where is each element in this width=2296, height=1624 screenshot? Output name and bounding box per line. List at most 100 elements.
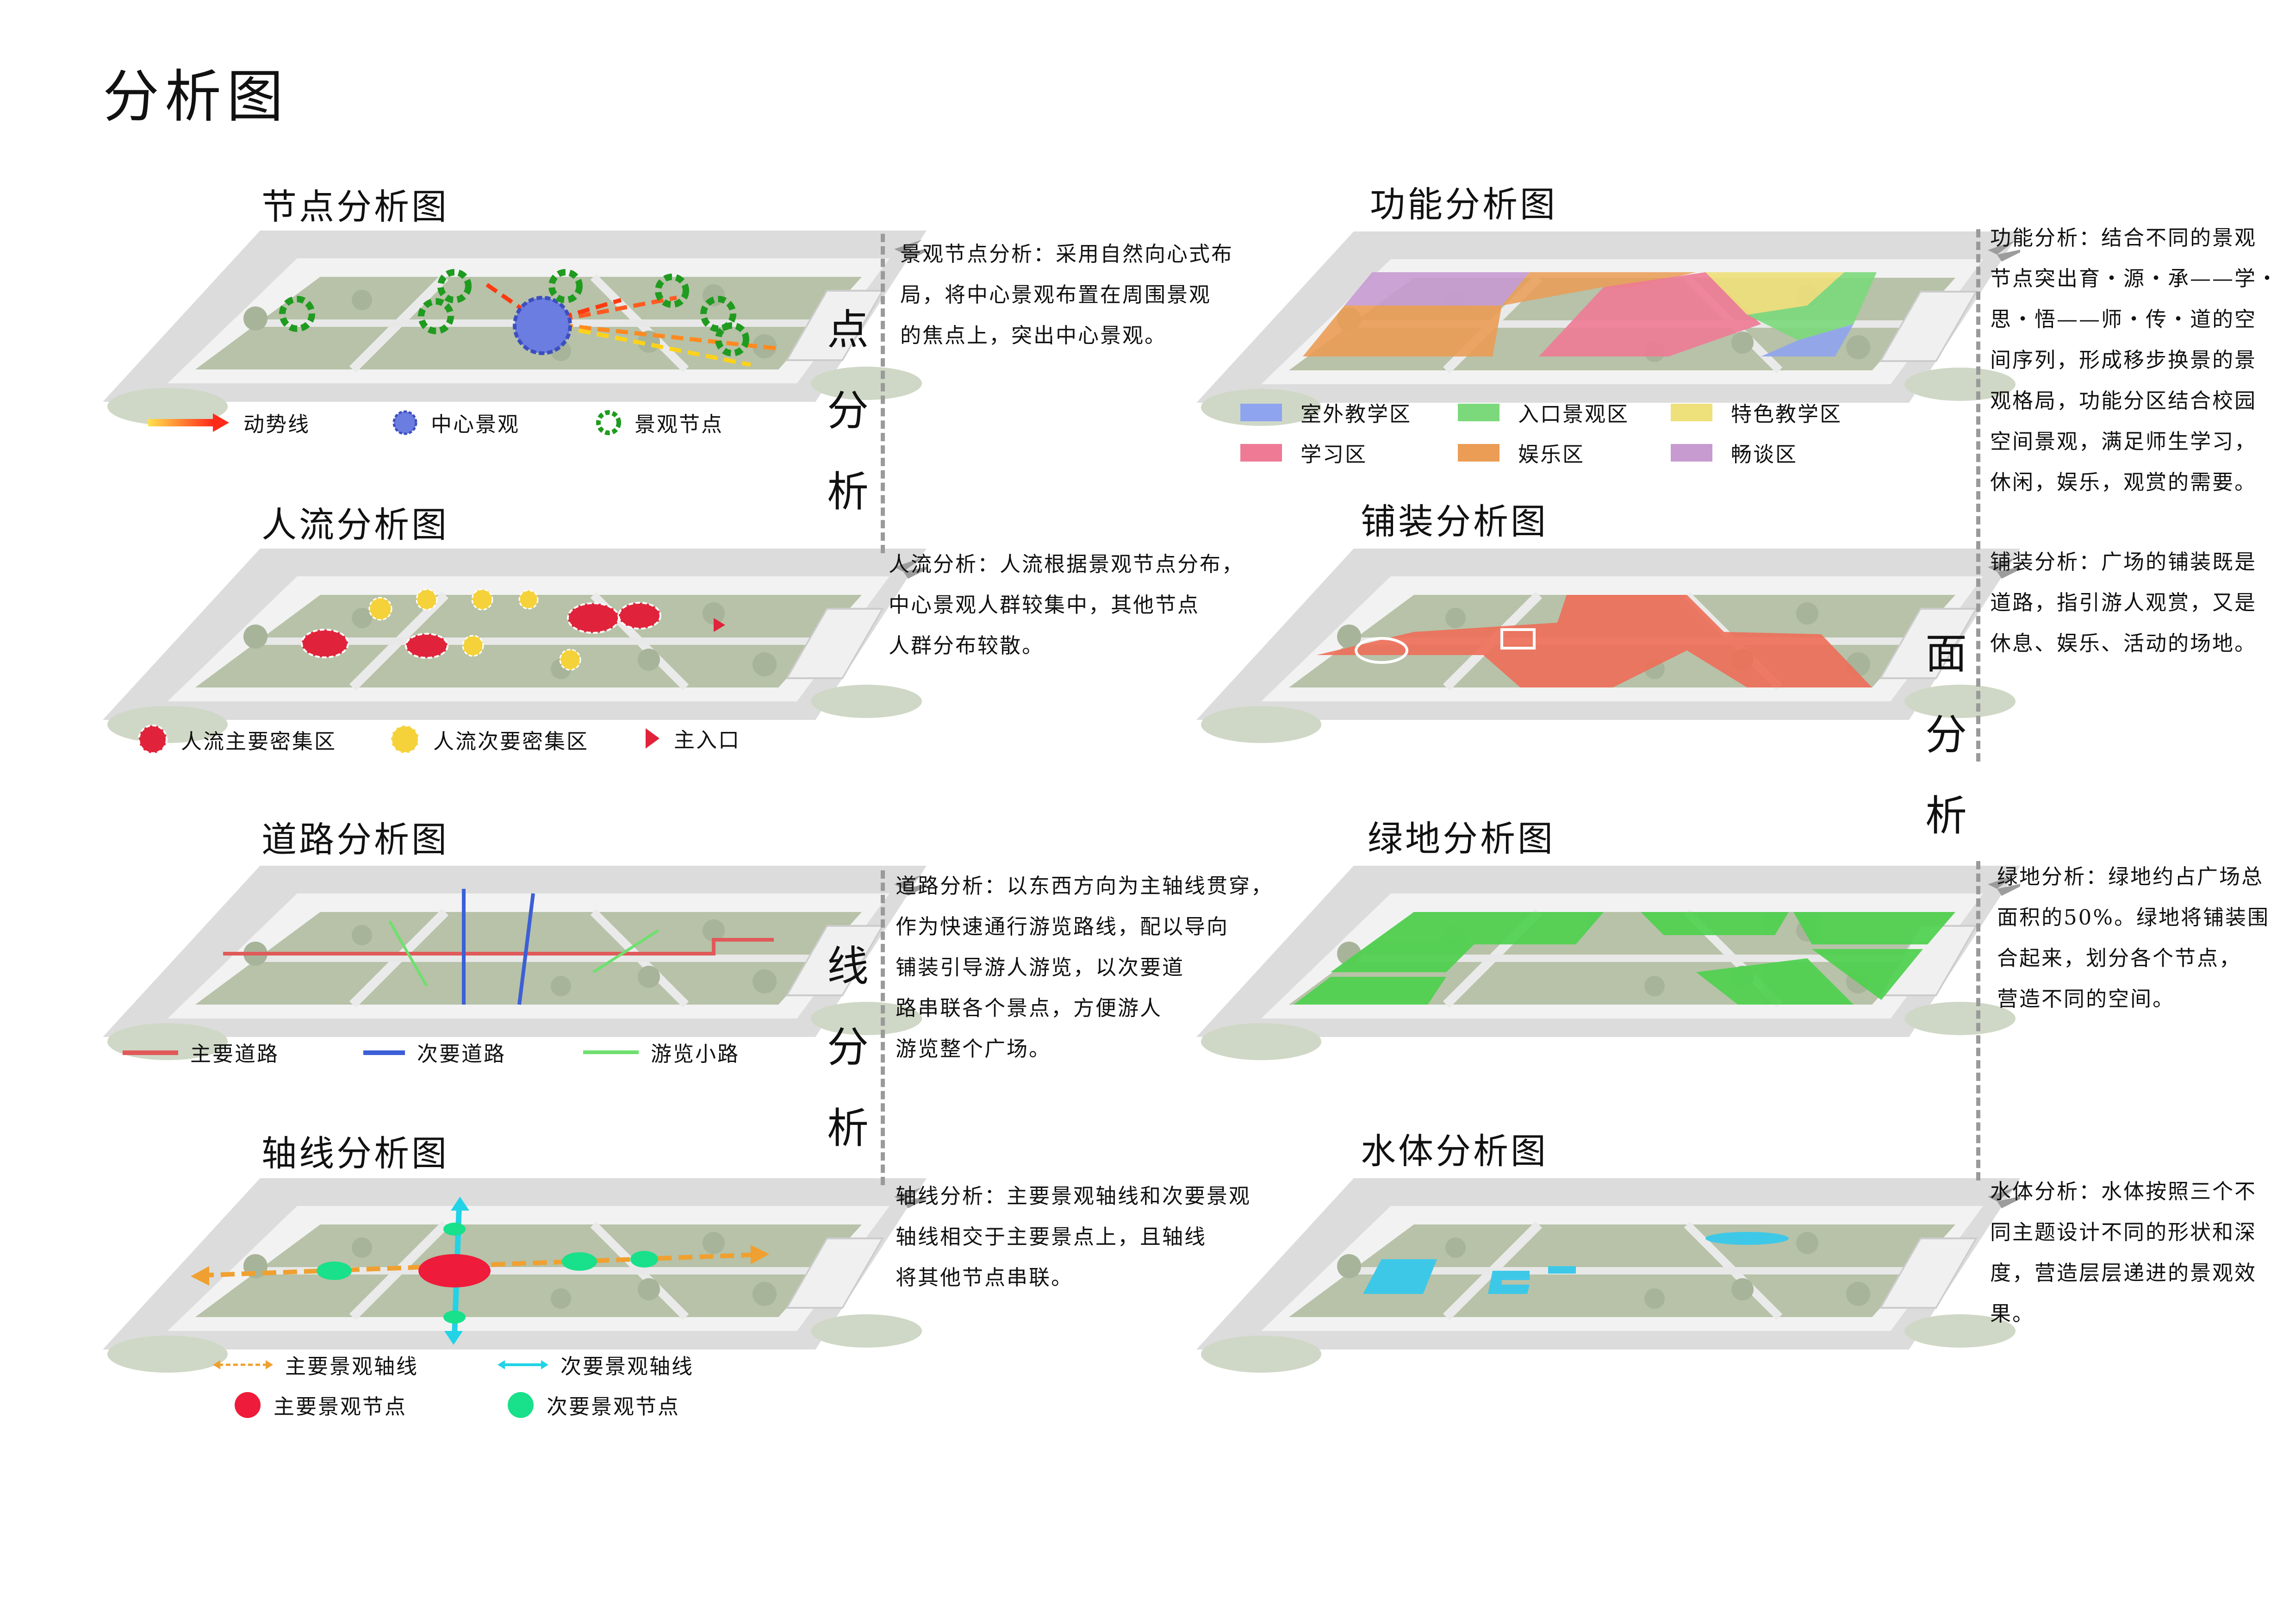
legend-main-crowd: 人流主要密集区 <box>137 723 336 756</box>
char: 面 <box>1925 630 1967 678</box>
legend-label: 畅谈区 <box>1731 442 1798 467</box>
water-analysis-title: 水体分析图 <box>1361 1131 1548 1172</box>
main-node-icon <box>235 1392 261 1418</box>
legend-label: 室外教学区 <box>1300 402 1412 426</box>
road-analysis-title: 道路分析图 <box>261 819 449 860</box>
main-entrance-icon <box>646 728 660 749</box>
node-analysis-desc: 景观节点分析：采用自然向心式布 局，将中心景观布置在周围景观 的焦点上，突出中心… <box>900 242 1234 348</box>
zone-feature-teaching <box>1705 272 1844 315</box>
zone-entertainment <box>1303 306 1502 356</box>
surface-divider-top <box>1976 229 1980 762</box>
axis-analysis-plan <box>103 1178 927 1377</box>
legend-secondary-crowd: 人流次要密集区 <box>389 723 589 756</box>
legend-label: 次要道路 <box>417 1042 506 1066</box>
legend-label: 景观节点 <box>635 412 724 437</box>
green-analysis-plan <box>1196 866 2020 1065</box>
legend-main-road: 主要道路 <box>123 1037 279 1067</box>
water-bodies <box>1363 1232 1789 1294</box>
center-landscape-icon <box>392 410 417 435</box>
secondary-road-icon <box>363 1050 405 1055</box>
legend-landscape-node: 景观节点 <box>595 407 723 437</box>
legend-path: 游览小路 <box>583 1037 740 1067</box>
legend-label: 娱乐区 <box>1518 442 1585 467</box>
main-axis-icon <box>213 1360 273 1369</box>
legend-secondary-axis: 次要景观轴线 <box>498 1349 694 1380</box>
color-swatch <box>1671 443 1712 462</box>
legend-label: 游览小路 <box>651 1042 740 1066</box>
paving-analysis-desc: 铺装分析：广场的铺装既是 道路，指引游人观赏，又是 休息、娱乐、活动的场地。 <box>1990 550 2257 656</box>
green-analysis-desc: 绿地分析：绿地约占广场总 面积的50%。绿地将铺装围 合起来，划分各个节点， 营… <box>1997 864 2270 1011</box>
landscape-node-icon <box>596 410 621 435</box>
color-swatch <box>1240 443 1282 462</box>
main-crowd-icon <box>138 725 168 754</box>
center-landscape-icon <box>513 296 572 355</box>
node-analysis-title: 节点分析图 <box>261 186 449 227</box>
main-road-line <box>223 938 774 956</box>
char: 线 <box>827 942 869 991</box>
secondary-axis-icon <box>498 1360 548 1369</box>
function-analysis-plan <box>1196 231 2020 431</box>
line-divider <box>881 870 885 1185</box>
zone-study <box>1539 272 1761 356</box>
color-swatch <box>1671 403 1712 421</box>
zone-entrance <box>1747 272 1877 340</box>
legend-main-entrance: 主入口 <box>643 723 740 753</box>
landscape-node-icons <box>279 269 749 356</box>
legend-label: 主要道路 <box>190 1042 280 1066</box>
line-analysis-vertical-label: 线 分 析 <box>825 926 871 1169</box>
main-node-icon <box>418 1254 491 1287</box>
legend-label: 入口景观区 <box>1518 402 1630 426</box>
char: 析 <box>827 1104 869 1153</box>
paving-area <box>1317 595 1872 687</box>
legend-momentum-line: 动势线 <box>148 407 310 437</box>
green-areas <box>1294 912 1955 1005</box>
momentum-line-icon <box>148 413 229 432</box>
legend-label: 人流次要密集区 <box>433 729 589 754</box>
point-analysis-vertical-label: 点 分 析 <box>825 289 871 532</box>
point-divider <box>881 234 885 553</box>
char: 分 <box>827 387 869 435</box>
main-entrance-icon <box>714 618 725 632</box>
legend-label: 中心景观 <box>431 412 520 437</box>
axis-analysis-title: 轴线分析图 <box>261 1133 449 1174</box>
char: 点 <box>827 306 869 354</box>
function-analysis-desc: 功能分析：结合不同的景观 节点突出育・源・承——学・ 思・悟——师・传・道的空 … <box>1990 225 2279 494</box>
main-road-icon <box>123 1050 178 1055</box>
main-crowd-zones <box>301 602 661 659</box>
surface-analysis-vertical-label: 面 分 析 <box>1923 613 1969 856</box>
legend-label: 主要景观节点 <box>274 1394 407 1419</box>
char: 析 <box>827 468 869 516</box>
legend-label: 次要景观轴线 <box>560 1354 694 1379</box>
legend-talk: 畅谈区 <box>1671 437 1798 468</box>
secondary-crowd-zones <box>368 588 581 671</box>
green-analysis-title: 绿地分析图 <box>1368 818 1555 859</box>
water-analysis-plan <box>1196 1178 2020 1377</box>
legend-secondary-road: 次要道路 <box>363 1037 506 1067</box>
legend-secondary-node: 次要景观节点 <box>507 1390 680 1420</box>
legend-label: 动势线 <box>243 412 311 437</box>
path-line <box>388 920 659 987</box>
road-analysis-desc: 道路分析：以东西方向为主轴线贯穿， 作为快速通行游览路线，配以导向 铺装引导游人… <box>896 874 1274 1061</box>
legend-label: 人流主要密集区 <box>181 729 337 754</box>
legend-center-landscape: 中心景观 <box>391 407 520 437</box>
color-swatch <box>1240 403 1282 421</box>
node-analysis-plan <box>103 231 927 430</box>
char: 分 <box>1925 711 1967 759</box>
page-title: 分析图 <box>103 64 289 130</box>
legend-entrance: 入口景观区 <box>1458 397 1629 427</box>
road-analysis-plan <box>103 866 927 1065</box>
legend-label: 学习区 <box>1300 442 1368 467</box>
paving-analysis-plan <box>1196 549 2020 748</box>
legend-main-axis: 主要景观轴线 <box>213 1349 418 1380</box>
zone-talk <box>1344 272 1530 306</box>
path-icon <box>583 1050 639 1054</box>
legend-main-node: 主要景观节点 <box>234 1390 407 1420</box>
legend-label: 特色教学区 <box>1731 402 1842 426</box>
legend-feature-teaching: 特色教学区 <box>1671 397 1842 427</box>
function-analysis-title: 功能分析图 <box>1370 184 1557 225</box>
secondary-road-line <box>462 889 535 1005</box>
color-swatch <box>1458 403 1500 421</box>
secondary-crowd-icon <box>390 725 420 754</box>
crowd-analysis-desc: 人流分析：人流根据景观节点分布， 中心景观人群较集中，其他节点 人群分布较散。 <box>889 552 1244 658</box>
legend-label: 主要景观轴线 <box>285 1354 419 1379</box>
